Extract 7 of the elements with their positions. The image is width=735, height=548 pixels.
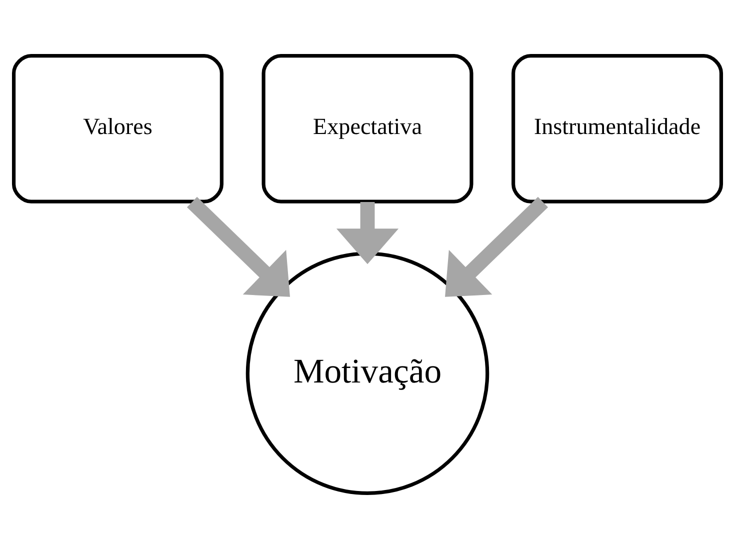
node-box: Valores bbox=[12, 53, 224, 203]
arrow bbox=[186, 196, 290, 296]
arrow bbox=[445, 196, 548, 296]
node-circle: Motivação bbox=[246, 251, 490, 495]
arrow bbox=[336, 202, 399, 264]
node-box: Instrumentalidade bbox=[512, 53, 724, 203]
node-box: Expectativa bbox=[262, 53, 474, 203]
